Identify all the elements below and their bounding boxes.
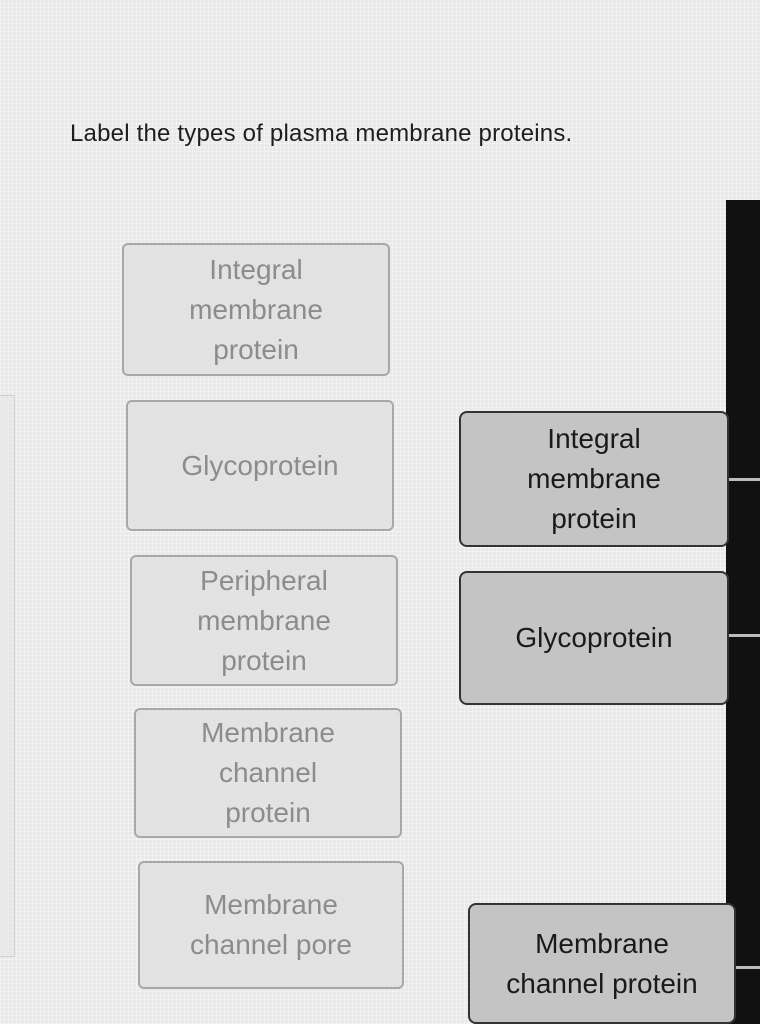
word-bank-tile-integral-membrane-protein[interactable]: Integral membrane protein xyxy=(122,243,390,376)
placed-label-membrane-channel-protein[interactable]: Membrane channel protein xyxy=(468,903,736,1024)
leader-line xyxy=(726,478,760,481)
leader-line xyxy=(726,634,760,637)
placed-label-text: Integral membrane protein xyxy=(527,423,661,534)
placed-label-text: Glycoprotein xyxy=(515,622,673,653)
word-bank-tile-glycoprotein[interactable]: Glycoprotein xyxy=(126,400,394,531)
word-bank-tile-membrane-channel-protein[interactable]: Membrane channel protein xyxy=(134,708,402,838)
placed-label-integral-membrane-protein[interactable]: Integral membrane protein xyxy=(459,411,729,547)
left-panel-edge xyxy=(0,395,15,957)
tile-label: Peripheral membrane protein xyxy=(197,564,331,676)
leader-line xyxy=(726,966,760,969)
word-bank-tile-peripheral-membrane-protein[interactable]: Peripheral membrane protein xyxy=(130,555,398,686)
question-text: Label the types of plasma membrane prote… xyxy=(70,120,573,147)
diagram-edge xyxy=(726,200,760,1024)
placed-label-glycoprotein[interactable]: Glycoprotein xyxy=(459,571,729,705)
tile-label: Integral membrane protein xyxy=(189,253,323,365)
tile-label: Membrane channel protein xyxy=(201,717,335,828)
tile-label: Membrane channel pore xyxy=(190,889,352,960)
tile-label: Glycoprotein xyxy=(181,449,339,481)
word-bank-tile-membrane-channel-pore[interactable]: Membrane channel pore xyxy=(138,861,404,989)
placed-label-text: Membrane channel protein xyxy=(506,927,698,999)
